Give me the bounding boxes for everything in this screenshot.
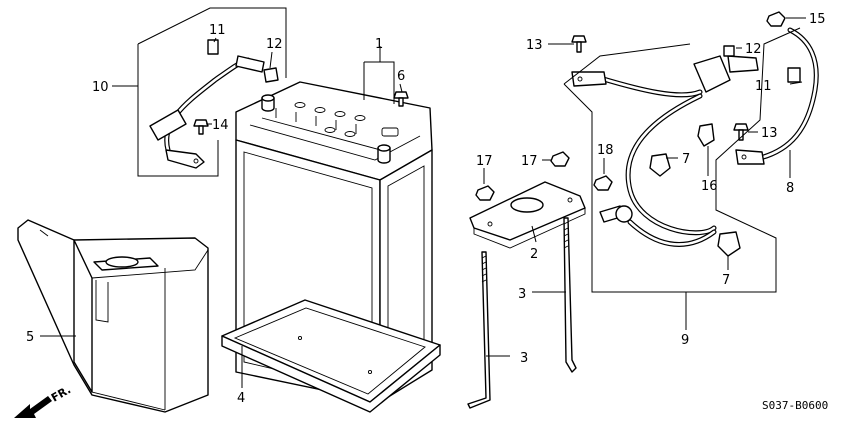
callout-7-upper: 7 — [682, 152, 690, 167]
callout-5: 5 — [26, 330, 34, 345]
callout-14: 14 — [212, 118, 229, 133]
callout-16: 16 — [701, 179, 718, 194]
starter-cable — [571, 27, 819, 247]
nut-15 — [766, 11, 786, 27]
callout-1: 1 — [375, 37, 383, 52]
callout-12-left: 12 — [266, 37, 283, 52]
clamp-7-upper — [649, 153, 671, 177]
clip-16 — [697, 123, 715, 147]
callout-2: 2 — [530, 247, 538, 262]
bolt-13-mid — [733, 123, 749, 141]
callout-numbers: 1 2 3 3 4 5 6 7 7 8 9 10 11 11 12 12 13 … — [26, 12, 826, 406]
ground-cable — [149, 39, 279, 169]
callout-17-right: 17 — [521, 154, 538, 169]
callout-15: 15 — [809, 12, 826, 27]
callout-10: 10 — [92, 80, 109, 95]
callout-8: 8 — [786, 181, 794, 196]
clamp-7-lower — [717, 231, 741, 257]
callout-13-top: 13 — [526, 38, 543, 53]
battery-tray — [221, 299, 441, 413]
callout-3-lower: 3 — [520, 351, 528, 366]
front-direction-arrow: FR. — [14, 383, 73, 418]
callout-12-right: 12 — [745, 42, 762, 57]
bolt-6 — [393, 91, 409, 107]
callout-7-lower: 7 — [722, 273, 730, 288]
battery-cover — [17, 219, 209, 413]
callout-4: 4 — [237, 391, 245, 406]
callout-3-upper: 3 — [518, 287, 526, 302]
hold-down-rods — [467, 217, 577, 409]
callout-13-mid: 13 — [761, 126, 778, 141]
diagram-code: S037-B0600 — [762, 399, 828, 412]
callout-9: 9 — [681, 333, 689, 348]
leader-lines — [40, 7, 806, 388]
nut-17-left — [475, 185, 495, 201]
callout-11-left: 11 — [209, 23, 226, 38]
battery-hold-down-bracket — [469, 181, 586, 249]
nut-18 — [593, 175, 613, 191]
callout-17-left: 17 — [476, 154, 493, 169]
bolt-13-top — [571, 35, 587, 53]
callout-6: 6 — [397, 69, 405, 84]
direction-label: FR. — [49, 383, 73, 404]
nut-17-right — [550, 151, 570, 167]
callout-11-right: 11 — [755, 79, 772, 94]
callout-18: 18 — [597, 143, 614, 158]
